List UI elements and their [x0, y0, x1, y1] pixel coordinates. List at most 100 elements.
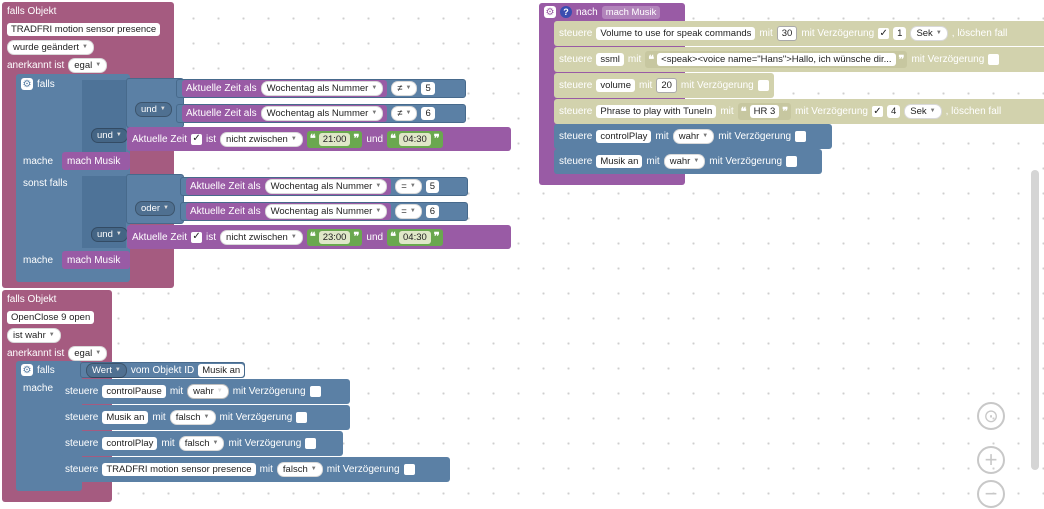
time-string-start[interactable]: ❝23:00❞	[306, 228, 363, 246]
gear-icon[interactable]: ⚙	[21, 364, 33, 376]
wert-dropdown[interactable]: Wert▼	[86, 362, 127, 378]
current-time-block[interactable]: Aktuelle Zeit als Wochentag als Nummer▼	[182, 105, 388, 122]
control-row-g2-1[interactable]: steuere controlPause mit wahr▼ mit Verzö…	[60, 379, 350, 404]
operator-dropdown[interactable]: =▼	[395, 179, 422, 194]
unit-dropdown[interactable]: Sek▼	[904, 104, 942, 119]
control-row-g2-3[interactable]: steuere controlPlay mit falsch▼ mit Verz…	[60, 431, 343, 456]
checkbox-unchecked[interactable]	[757, 80, 769, 91]
number-6[interactable]: 6	[425, 205, 440, 218]
object-id-field[interactable]: Musik an	[198, 363, 245, 377]
ack-dropdown[interactable]: egal▼	[68, 345, 108, 361]
object-field[interactable]: controlPlay	[596, 130, 652, 143]
value-dropdown[interactable]: falsch▼	[276, 462, 323, 477]
time-format-dropdown[interactable]: Wochentag als Nummer▼	[264, 179, 388, 194]
string-value[interactable]: ❝HR 3❞	[737, 103, 792, 120]
gear-icon[interactable]: ⚙	[544, 6, 556, 18]
between-dropdown[interactable]: nicht zwischen▼	[220, 229, 303, 245]
string-value[interactable]: ❝<speak><voice name="Hans">Hallo, ich wü…	[645, 51, 908, 68]
und-block-1[interactable]	[126, 78, 184, 128]
control-row-f4[interactable]: steuere Phrase to play with TuneIn mit ❝…	[554, 99, 1044, 124]
time-string-start[interactable]: ❝21:00❞	[306, 130, 363, 148]
help-icon[interactable]: ?	[560, 6, 572, 18]
checkbox-unchecked[interactable]	[988, 54, 1000, 65]
value-dropdown[interactable]: wahr▼	[663, 154, 706, 169]
value-dropdown[interactable]: wahr▼	[672, 129, 715, 144]
operator-dropdown[interactable]: ≠▼	[391, 81, 418, 96]
control-row-g2-2[interactable]: steuere Musik an mit falsch▼ mit Verzöge…	[60, 405, 350, 430]
value-dropdown[interactable]: falsch▼	[178, 436, 225, 451]
object-field[interactable]: Musik an	[596, 155, 643, 168]
control-row-f1[interactable]: steuere Volume to use for speak commands…	[554, 21, 1044, 46]
object-field[interactable]: controlPlay	[102, 437, 158, 450]
object-field[interactable]: ssml	[596, 53, 624, 66]
event-trigger-dropdown[interactable]: ist wahr▼	[7, 327, 61, 343]
call-mach-musik-2[interactable]: mach Musik	[62, 251, 130, 269]
object-field[interactable]: Musik an	[102, 411, 149, 424]
checkbox-unchecked[interactable]	[305, 438, 317, 449]
checkbox-unchecked[interactable]	[309, 386, 321, 397]
und-dropdown[interactable]: und▼	[91, 226, 128, 242]
control-row-f3[interactable]: steuere volume mit 20 mit Verzögerung	[554, 73, 774, 98]
checkbox-unchecked[interactable]	[795, 131, 807, 142]
compare-row-2[interactable]: Aktuelle Zeit als Wochentag als Nummer▼ …	[176, 104, 466, 123]
unit-dropdown[interactable]: Sek▼	[910, 26, 948, 41]
time-between-row-2[interactable]: Aktuelle Zeit ✓ ist nicht zwischen▼ ❝23:…	[127, 225, 511, 249]
time-string-end[interactable]: ❝04:30❞	[387, 228, 443, 246]
object-field[interactable]: TRADFRI motion sensor presence	[102, 463, 256, 476]
control-row-f6[interactable]: steuere Musik an mit wahr▼ mit Verzögeru…	[554, 149, 822, 174]
value-dropdown[interactable]: falsch▼	[169, 410, 216, 425]
compare-row-3[interactable]: Aktuelle Zeit als Wochentag als Nummer▼ …	[180, 177, 468, 196]
function-name-field[interactable]: mach Musik	[601, 5, 661, 19]
current-time-block[interactable]: Aktuelle Zeit als Wochentag als Nummer▼	[186, 178, 392, 195]
delay-number[interactable]: 1	[893, 27, 907, 40]
checkbox-unchecked[interactable]	[296, 412, 308, 423]
object-field[interactable]: Phrase to play with TuneIn	[596, 105, 717, 118]
compare-row-4[interactable]: Aktuelle Zeit als Wochentag als Nummer▼ …	[180, 202, 468, 221]
checkbox-checked[interactable]: ✓	[191, 133, 203, 145]
time-between-row-1[interactable]: Aktuelle Zeit ✓ ist nicht zwischen▼ ❝21:…	[127, 127, 511, 151]
number-6[interactable]: 6	[421, 107, 435, 120]
gear-icon[interactable]: ⚙	[21, 78, 33, 90]
time-format-dropdown[interactable]: Wochentag als Nummer▼	[260, 81, 384, 96]
und-dropdown[interactable]: und▼	[91, 127, 128, 143]
number-field[interactable]: 30	[776, 26, 798, 41]
checkbox-checked[interactable]: ✓	[872, 105, 883, 117]
call-mach-musik-1[interactable]: mach Musik	[62, 152, 130, 170]
event-object-field[interactable]: TRADFRI motion sensor presence	[7, 22, 161, 36]
compare-row-1[interactable]: Aktuelle Zeit als Wochentag als Nummer▼ …	[176, 79, 466, 98]
event-object-field[interactable]: OpenClose 9 open	[7, 310, 95, 324]
checkbox-unchecked[interactable]	[786, 156, 798, 167]
oder-block-1[interactable]	[126, 174, 184, 224]
control-row-f5[interactable]: steuere controlPlay mit wahr▼ mit Verzög…	[554, 124, 832, 149]
current-time-block[interactable]: Aktuelle Zeit als Wochentag als Nummer▼	[182, 80, 388, 97]
operator-dropdown[interactable]: =▼	[395, 204, 422, 219]
current-time-block[interactable]: Aktuelle Zeit als Wochentag als Nummer▼	[186, 203, 392, 220]
value-dropdown[interactable]: wahr▼	[187, 384, 229, 399]
zoom-out-icon[interactable]: −	[977, 480, 1005, 508]
operator-dropdown[interactable]: ≠▼	[391, 106, 418, 121]
number-5[interactable]: 5	[425, 180, 440, 193]
control-row-f2[interactable]: steuere ssml mit ❝<speak><voice name="Ha…	[554, 47, 1044, 72]
object-field[interactable]: controlPause	[102, 385, 166, 398]
vertical-scrollbar[interactable]	[1031, 170, 1039, 470]
checkbox-unchecked[interactable]	[403, 464, 415, 475]
number-field[interactable]: 20	[656, 78, 677, 93]
time-format-dropdown[interactable]: Wochentag als Nummer▼	[260, 106, 384, 121]
time-format-dropdown[interactable]: Wochentag als Nummer▼	[264, 204, 388, 219]
ack-dropdown[interactable]: egal▼	[68, 57, 108, 73]
oder-dropdown[interactable]: oder▼	[135, 200, 175, 216]
checkbox-checked[interactable]: ✓	[191, 231, 203, 243]
zoom-in-icon[interactable]: +	[977, 446, 1005, 474]
number-5[interactable]: 5	[421, 82, 435, 95]
object-field[interactable]: volume	[596, 79, 635, 92]
center-icon[interactable]: ⊙	[977, 402, 1005, 430]
event-trigger-dropdown[interactable]: wurde geändert▼	[7, 39, 94, 55]
checkbox-checked[interactable]: ✓	[878, 27, 890, 39]
delay-number[interactable]: 4	[887, 105, 901, 118]
between-dropdown[interactable]: nicht zwischen▼	[220, 131, 303, 147]
object-field[interactable]: Volume to use for speak commands	[596, 27, 756, 40]
value-of-object-block[interactable]: Wert▼ vom Objekt ID Musik an	[80, 362, 245, 378]
time-string-end[interactable]: ❝04:30❞	[387, 130, 443, 148]
control-row-g2-4[interactable]: steuere TRADFRI motion sensor presence m…	[60, 457, 450, 482]
und-dropdown[interactable]: und▼	[135, 101, 172, 117]
